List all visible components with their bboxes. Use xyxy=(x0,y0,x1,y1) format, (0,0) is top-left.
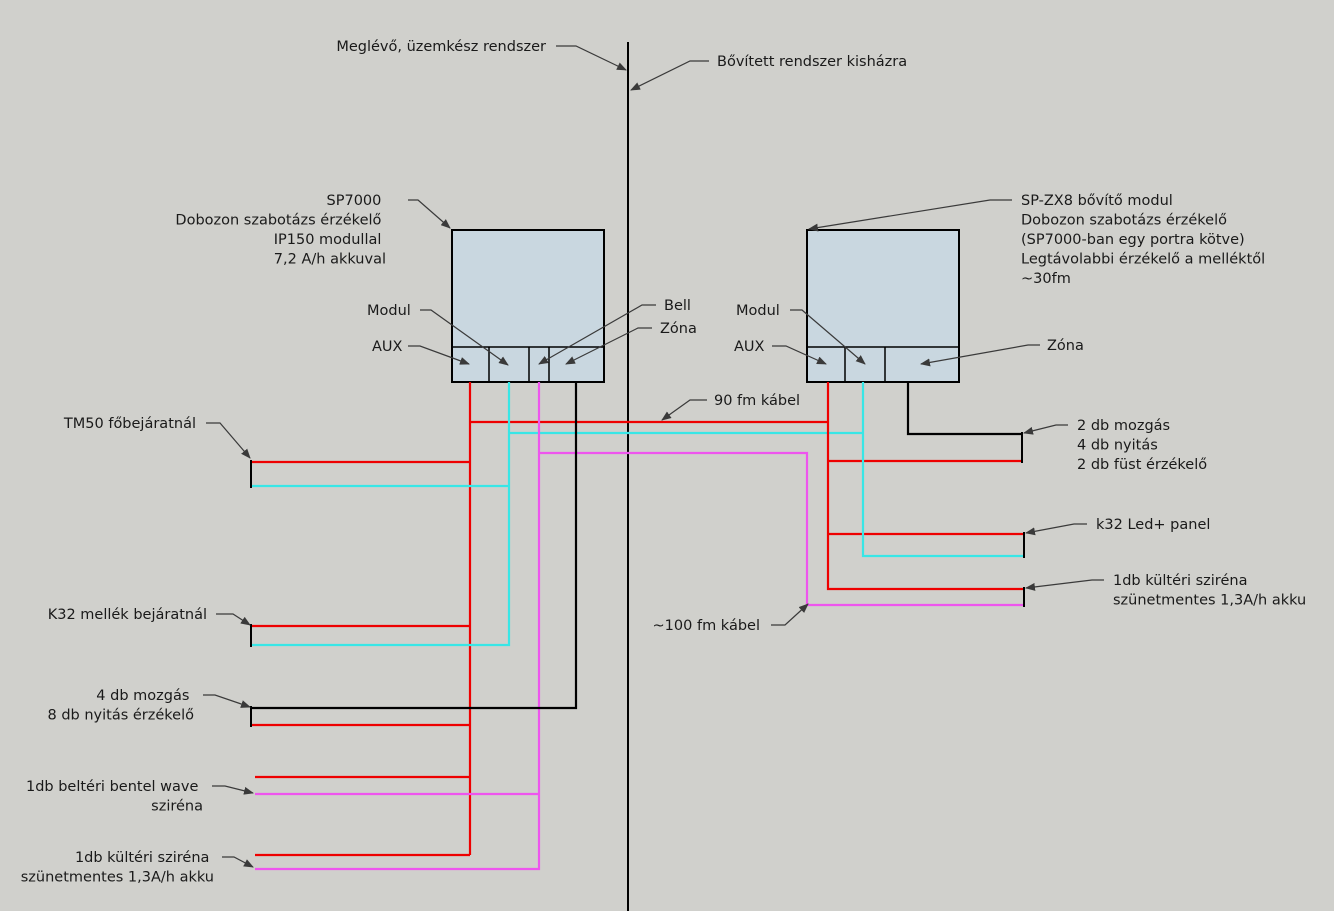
k32-label: K32 mellék bejáratnál xyxy=(48,607,207,623)
zx8-aux-leader xyxy=(772,345,827,365)
right-sensors-leader xyxy=(1023,424,1068,435)
extended-system-label: Bővített rendszer kisházra xyxy=(717,54,907,70)
cable-100-leader xyxy=(771,603,809,626)
right-terminals xyxy=(1021,432,1025,607)
sp7000-bell-label: Bell xyxy=(664,298,691,314)
extended-system-leader xyxy=(630,60,709,91)
k32led-label: k32 Led+ panel xyxy=(1096,517,1210,533)
indoor-siren-leader xyxy=(212,785,254,795)
cable-90-label: 90 fm kábel xyxy=(714,393,800,409)
right-wiring xyxy=(826,382,1024,591)
left-sensors-leader xyxy=(203,694,251,708)
zx8-module xyxy=(806,229,960,383)
cable-100-label: ~100 fm kábel xyxy=(653,618,760,634)
sp7000-panel xyxy=(451,229,605,383)
zx8-modul-leader xyxy=(790,309,866,365)
left-sensors-label: 4 db mozgás 8 db nyitás érzékelő xyxy=(47,688,194,724)
left-outdoor-siren-leader xyxy=(222,856,254,868)
sp7000-zona-label: Zóna xyxy=(660,321,697,337)
sp7000-aux-label: AUX xyxy=(372,339,403,355)
zx8-zona-label: Zóna xyxy=(1047,338,1084,354)
sp7000-modul-leader xyxy=(420,309,509,366)
cable-90-leader xyxy=(661,399,707,421)
sp7000-modul-label: Modul xyxy=(367,303,411,319)
zx8-desc: SP-ZX8 bővítő modul Dobozon szabotázs ér… xyxy=(1021,193,1270,287)
left-outdoor-siren-label: 1db kültéri sziréna szünetmentes 1,3A/h … xyxy=(21,850,214,886)
sp7000-desc: SP7000 Dobozon szabotázs érzékelő IP150 … xyxy=(175,193,386,268)
right-sensors-label: 2 db mozgás 4 db nyitás 2 db füst érzéke… xyxy=(1077,418,1207,473)
k32led-leader xyxy=(1025,523,1087,536)
existing-system-leader xyxy=(556,45,627,71)
right-outdoor-siren-label: 1db kültéri sziréna szünetmentes 1,3A/h … xyxy=(1113,573,1306,609)
existing-system-label: Meglévő, üzemkész rendszer xyxy=(336,39,546,55)
k32-leader xyxy=(216,613,251,626)
sp7000-aux-leader xyxy=(408,345,470,365)
tm50-leader xyxy=(206,422,251,459)
indoor-siren-label: 1db beltéri bentel wave sziréna xyxy=(26,779,203,815)
zx8-modul-label: Modul xyxy=(736,303,780,319)
tm50-label: TM50 főbejáratnál xyxy=(63,416,196,432)
sp7000-bell-leader xyxy=(538,304,656,365)
left-wiring xyxy=(251,382,1024,871)
zx8-leader xyxy=(808,199,1012,232)
sp7000-leader xyxy=(408,199,451,229)
zx8-aux-label: AUX xyxy=(734,339,765,355)
right-outdoor-siren-leader xyxy=(1025,579,1104,591)
sp7000-zona-leader xyxy=(565,327,652,365)
zx8-zona-leader xyxy=(920,344,1040,367)
